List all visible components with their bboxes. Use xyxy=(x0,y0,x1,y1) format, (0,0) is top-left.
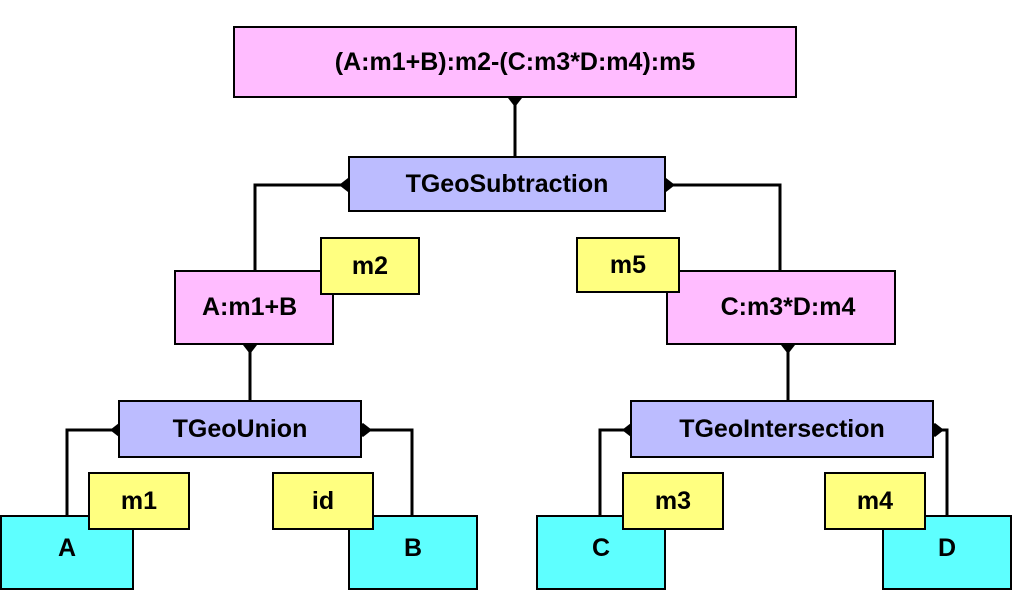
matrix-m5-box: m5 xyxy=(576,237,680,293)
intersection-label: TGeoIntersection xyxy=(679,414,885,443)
matrix-m2-label: m2 xyxy=(351,251,389,280)
root-composite-box: (A:m1+B):m2-(C:m3*D:m4):m5 xyxy=(233,26,797,98)
connector-union-b xyxy=(362,428,414,515)
leaf-d-label: D xyxy=(938,534,957,562)
leaf-a-label: A xyxy=(58,534,77,562)
connector-union-a xyxy=(65,428,118,515)
union-label: TGeoUnion xyxy=(172,414,308,443)
intersection-box: TGeoIntersection xyxy=(630,400,934,458)
matrix-m1-box: m1 xyxy=(88,472,190,530)
left-composite-label: A:m1+B xyxy=(202,293,298,321)
left-composite-box: A:m1+B xyxy=(174,270,334,345)
right-composite-label: C:m3*D:m4 xyxy=(720,293,856,321)
matrix-m5-label: m5 xyxy=(609,250,647,279)
leaf-b-label: B xyxy=(404,534,423,562)
right-composite-box: C:m3*D:m4 xyxy=(666,270,896,345)
subtraction-box: TGeoSubtraction xyxy=(348,156,666,212)
connector-subtraction-right xyxy=(666,183,782,270)
matrix-id-label: id xyxy=(311,486,335,515)
connector-subtraction-left xyxy=(253,183,348,270)
matrix-m4-label: m4 xyxy=(856,486,894,515)
matrix-m3-box: m3 xyxy=(622,472,724,530)
matrix-id-box: id xyxy=(272,472,374,530)
subtraction-label: TGeoSubtraction xyxy=(405,169,609,198)
leaf-c-label: C xyxy=(592,534,611,562)
matrix-m4-box: m4 xyxy=(824,472,926,530)
union-box: TGeoUnion xyxy=(118,400,362,458)
matrix-m2-box: m2 xyxy=(320,237,420,295)
matrix-m1-label: m1 xyxy=(120,486,158,515)
connector-intersection-c xyxy=(598,428,630,515)
root-label: (A:m1+B):m2-(C:m3*D:m4):m5 xyxy=(334,47,696,76)
matrix-m3-label: m3 xyxy=(654,486,692,515)
